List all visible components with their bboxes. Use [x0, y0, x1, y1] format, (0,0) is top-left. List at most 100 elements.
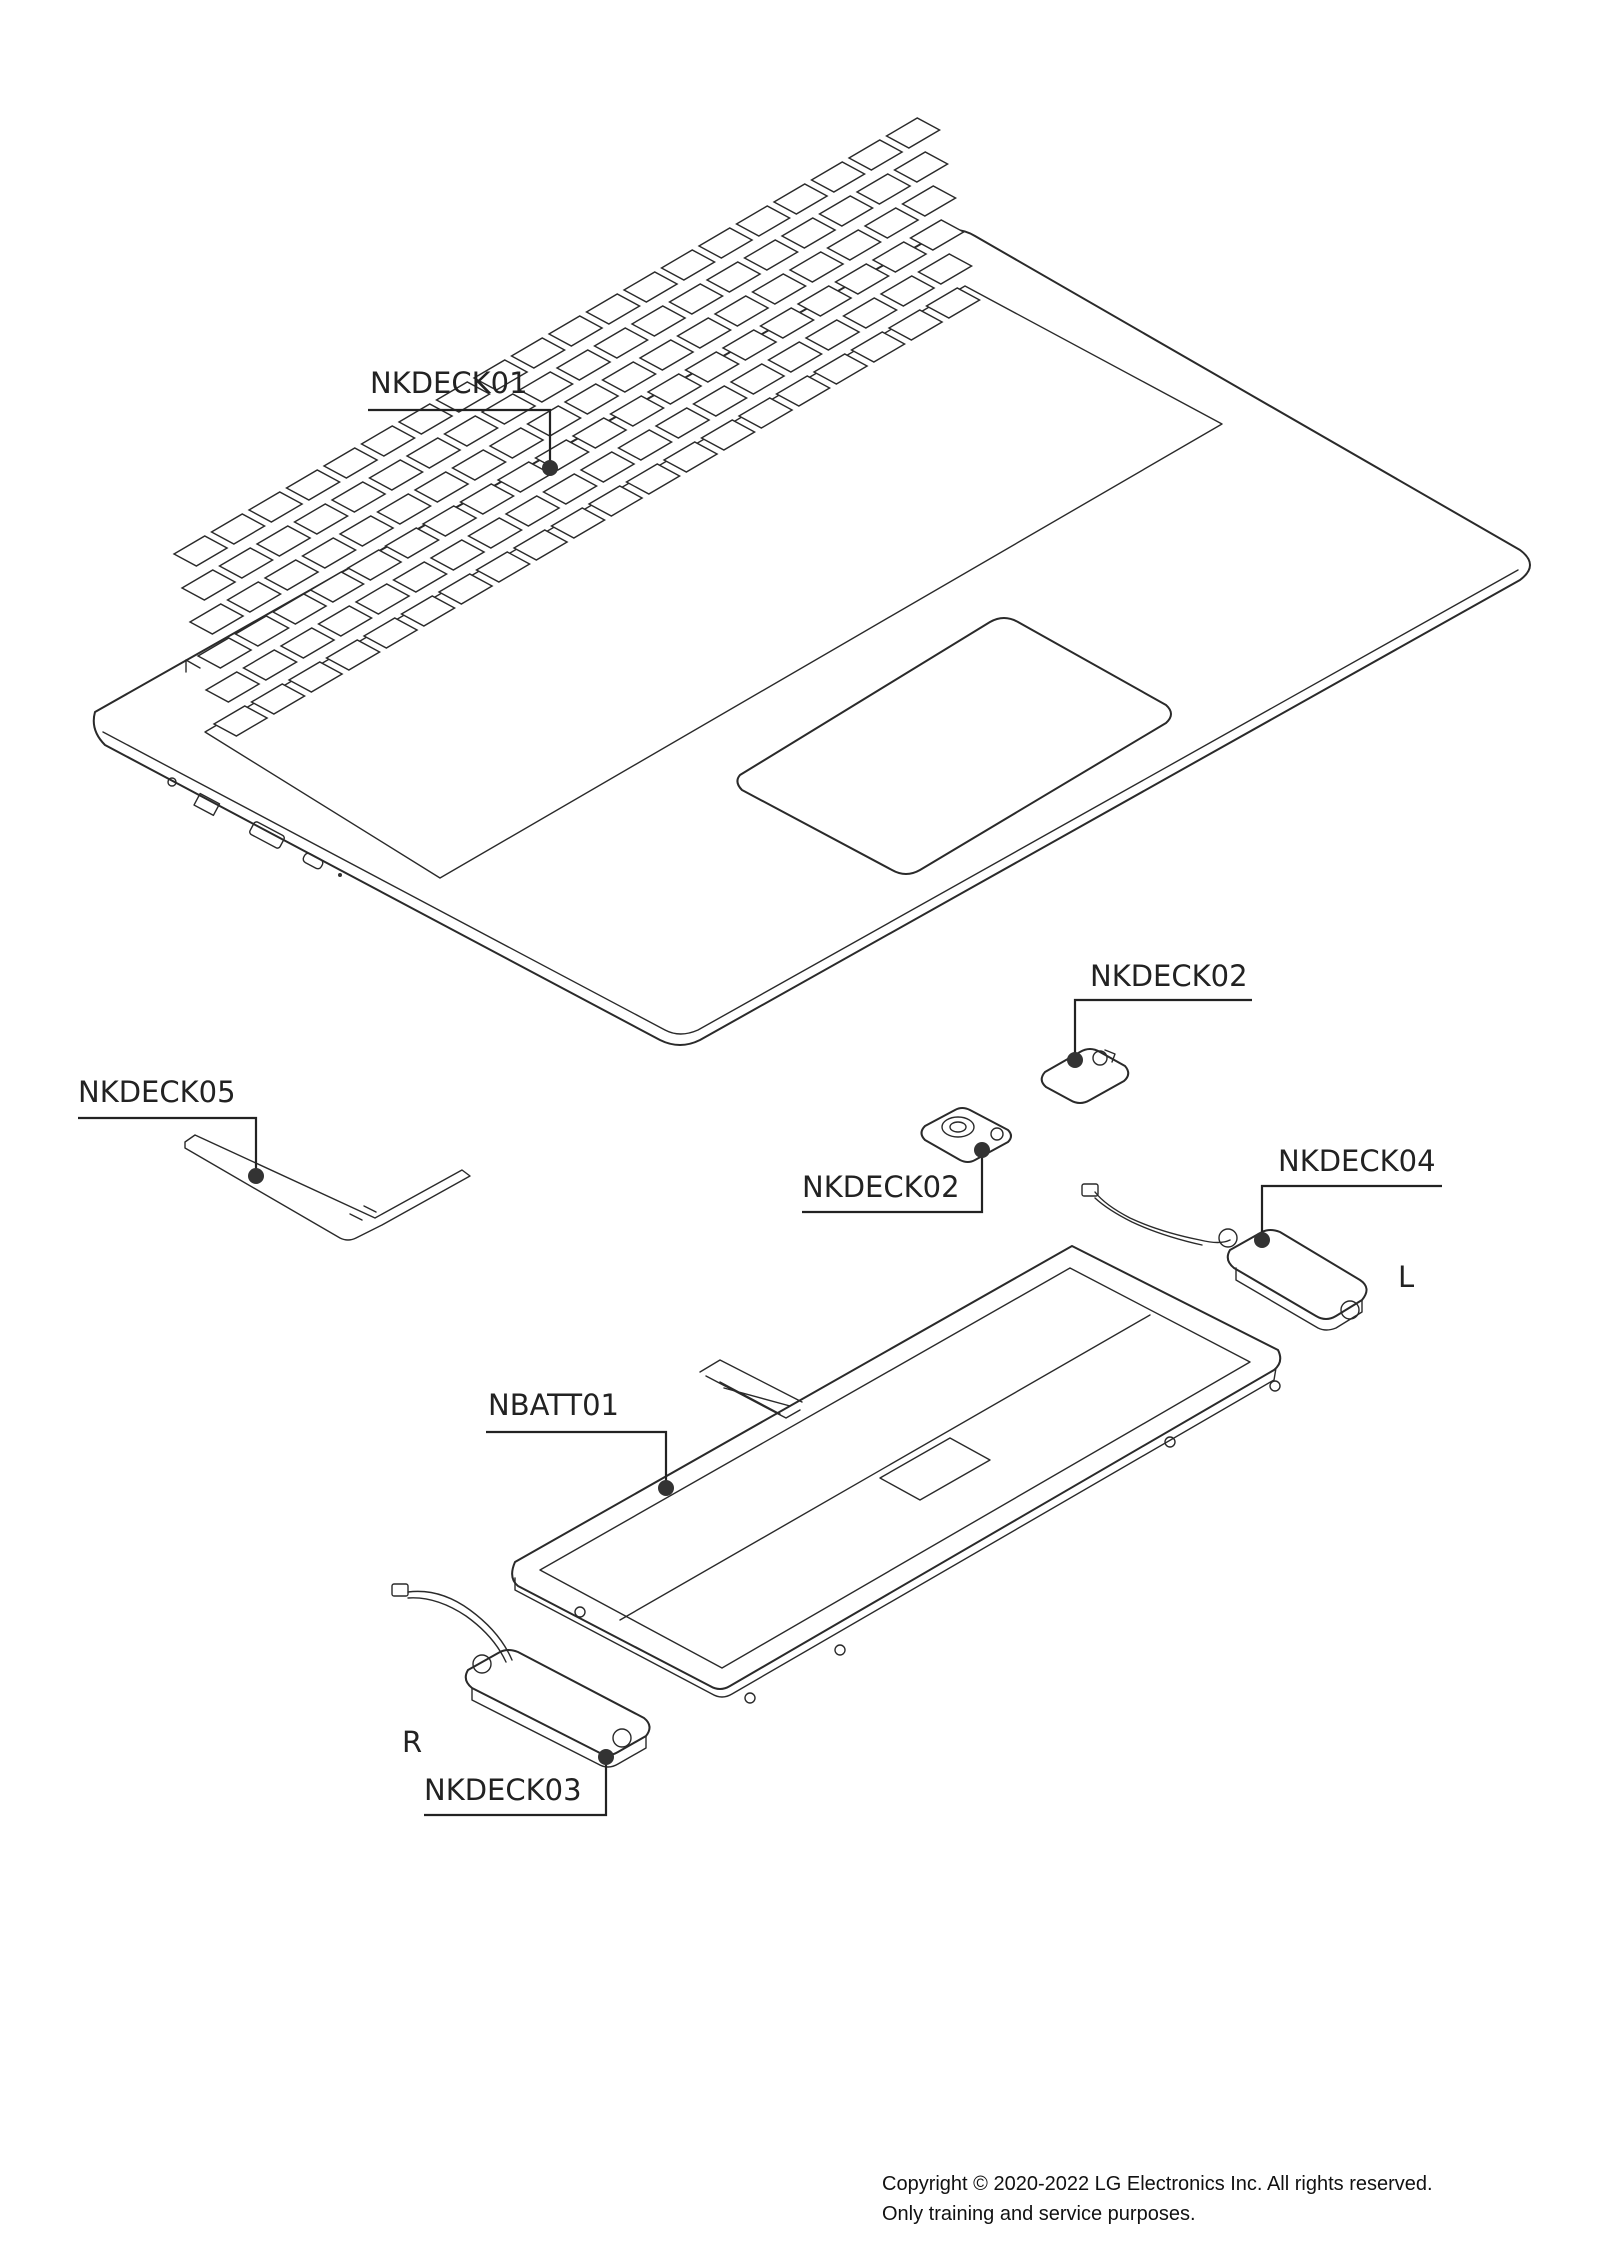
keyboard-key — [700, 419, 757, 451]
keyboard-key — [518, 371, 575, 403]
keyboard-key — [751, 273, 808, 305]
keyboard-key — [555, 349, 612, 381]
keyboard-key — [684, 351, 741, 383]
keyboard-key — [542, 473, 599, 505]
keyboard-key — [338, 515, 395, 547]
usage-note-line: Only training and service purposes. — [882, 2203, 1196, 2225]
battery-pack — [511, 1245, 1282, 1704]
keyboard-key — [247, 491, 304, 523]
keyboard-key — [601, 361, 658, 393]
keyboard-key — [697, 227, 754, 259]
keyboard-key — [804, 319, 861, 351]
keyboard-key — [242, 649, 299, 681]
keyboard-key — [293, 503, 350, 535]
keyboard-key — [354, 583, 411, 615]
keyboard-key — [834, 263, 891, 295]
keyboard-key — [630, 305, 687, 337]
keyboard-key — [609, 395, 666, 427]
keyboard-key — [909, 219, 966, 251]
keyboard-key — [863, 207, 920, 239]
keyboard-key — [451, 449, 508, 481]
speaker-right-label: R — [402, 1725, 422, 1759]
keyboard-key — [796, 285, 853, 317]
keyboard-key — [622, 271, 679, 303]
keyboard-key — [850, 331, 907, 363]
keyboard-key — [563, 383, 620, 415]
fingerprint-module-lower — [920, 1107, 1012, 1163]
callout-nkdeck04: NKDECK04 — [1254, 1144, 1442, 1248]
keyboard-key — [735, 205, 792, 237]
keyboard-key — [317, 605, 374, 637]
keyboard-key — [855, 173, 912, 205]
keyboard-key — [885, 117, 942, 149]
callout-label-nkdeck02-upper: NKDECK02 — [1090, 959, 1248, 993]
keyboard-key — [721, 329, 778, 361]
keyboard-key — [437, 573, 494, 605]
keyboard-key — [384, 527, 441, 559]
keyboard-key — [301, 537, 358, 569]
callout-label-nkdeck04: NKDECK04 — [1278, 1144, 1436, 1178]
speaker-left-label: L — [1398, 1260, 1414, 1294]
keyboard-key — [325, 639, 382, 671]
keyboard-key — [668, 283, 725, 315]
keyboard-key — [585, 293, 642, 325]
keyboard-key — [625, 463, 682, 495]
keyboard-key — [435, 381, 492, 413]
keyboard-key — [405, 437, 462, 469]
keyboard-key — [788, 251, 845, 283]
keyboard-key — [180, 569, 237, 601]
keyboard-key — [279, 627, 336, 659]
keyboard-key — [662, 441, 719, 473]
callout-nkdeck02-upper: NKDECK02 — [1067, 959, 1252, 1068]
fingerprint-module-upper — [1040, 1048, 1130, 1104]
callout-label-nkdeck05: NKDECK05 — [78, 1075, 236, 1109]
keyboard-key — [579, 451, 636, 483]
keyboard-key — [729, 363, 786, 395]
ffc-cable — [184, 1134, 471, 1241]
callout-label-nbatt01: NBATT01 — [488, 1388, 619, 1422]
keyboard-key — [654, 407, 711, 439]
keyboard-key — [547, 315, 604, 347]
keyboard-key — [472, 359, 529, 391]
keyboard-key — [250, 683, 307, 715]
keyboard-key — [510, 337, 567, 369]
keyboard-key — [767, 341, 824, 373]
keyboard-key — [226, 581, 283, 613]
keyboard-key — [772, 183, 829, 215]
keyboard-key — [376, 493, 433, 525]
callout-nkdeck01: NKDECK01 — [368, 366, 558, 476]
keyboard-key — [429, 539, 486, 571]
keyboard-key — [421, 505, 478, 537]
keyboard-key — [504, 495, 561, 527]
keyboard-key — [204, 671, 261, 703]
keyboard-key — [812, 353, 869, 385]
keyboard-key — [810, 161, 867, 193]
speaker-right — [391, 1583, 651, 1768]
keyboard-key — [593, 327, 650, 359]
keyboard-key — [360, 425, 417, 457]
top-case-keyboard-deck — [92, 117, 1531, 1046]
keyboard-key — [780, 217, 837, 249]
keyboard-key — [660, 249, 717, 281]
keyboard-key — [826, 229, 883, 261]
keyboard-key — [188, 603, 245, 635]
keyboard-key — [550, 507, 607, 539]
keyboard-key — [901, 185, 958, 217]
keyboard-key — [210, 513, 267, 545]
keyboard-key — [526, 405, 583, 437]
keyboard-key — [488, 427, 545, 459]
keyboard-key — [287, 661, 344, 693]
callout-nbatt01: NBATT01 — [486, 1388, 674, 1496]
keyboard-key — [925, 287, 982, 319]
keyboard-key — [172, 535, 229, 567]
keyboard-key — [309, 571, 366, 603]
keyboard-key — [871, 241, 928, 273]
keyboard-key — [879, 275, 936, 307]
keyboard-key — [443, 415, 500, 447]
keyboard-key — [400, 595, 457, 627]
keyboard-key — [322, 447, 379, 479]
keyboard-key — [368, 459, 425, 491]
keyboard-key — [818, 195, 875, 227]
copyright-notice: Copyright © 2020-2022 LG Electronics Inc… — [882, 2169, 1522, 2229]
